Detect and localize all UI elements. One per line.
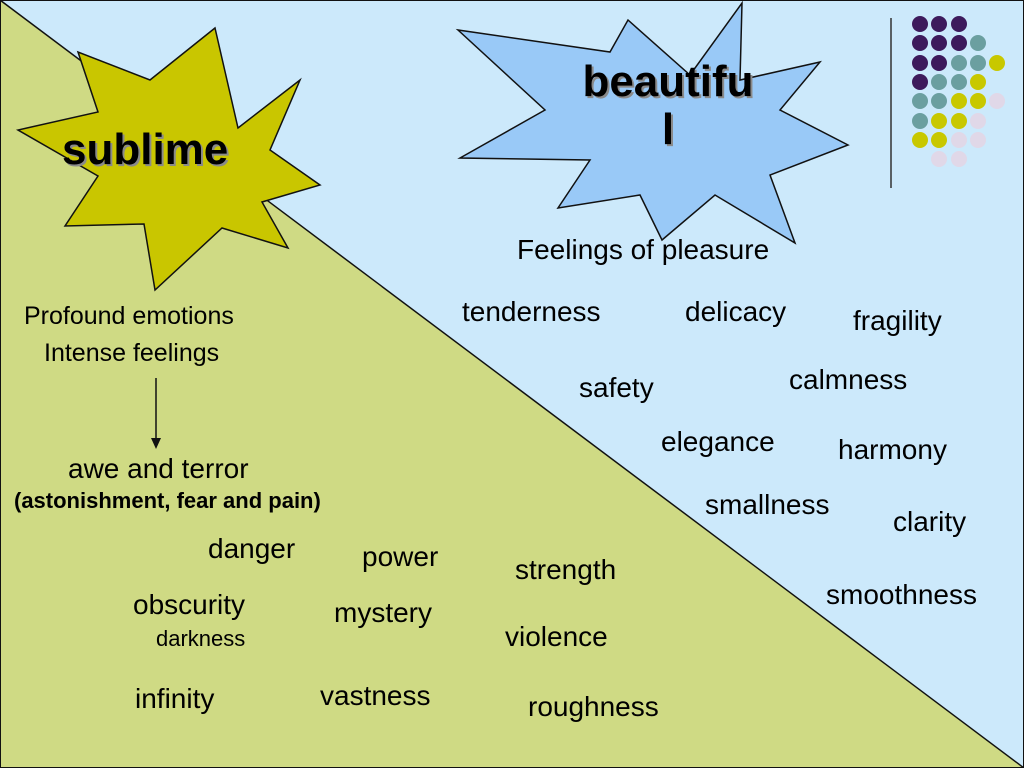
word-infinity: infinity	[135, 683, 215, 714]
word-elegance: elegance	[661, 426, 775, 457]
awe-and-terror-text: awe and terror	[68, 453, 249, 484]
word-danger: danger	[208, 533, 296, 564]
feelings-of-pleasure-text: Feelings of pleasure	[517, 234, 770, 265]
word-strength: strength	[515, 554, 617, 585]
beautiful-title: beautifu l	[562, 60, 774, 152]
word-clarity: clarity	[893, 506, 967, 537]
word-smoothness: smoothness	[826, 579, 977, 610]
beautiful-title-line2: l	[661, 105, 675, 154]
sublime-title: sublime	[62, 125, 229, 174]
profound-emotions-text: Profound emotions	[24, 302, 234, 330]
word-obscurity: obscurity	[133, 589, 246, 620]
word-calmness: calmness	[789, 364, 908, 395]
word-darkness: darkness	[156, 626, 246, 651]
sublime-starburst	[15, 26, 322, 292]
word-roughness: roughness	[528, 691, 659, 722]
word-smallness: smallness	[705, 489, 830, 520]
word-power: power	[362, 541, 439, 572]
astonishment-fear-pain-text: (astonishment, fear and pain)	[14, 488, 321, 513]
beautiful-starburst	[455, 0, 850, 245]
beautiful-title-line1: beautifu	[582, 57, 754, 106]
word-mystery: mystery	[334, 597, 432, 628]
word-safety: safety	[579, 372, 654, 403]
word-tenderness: tenderness	[462, 296, 601, 327]
word-fragility: fragility	[853, 305, 942, 336]
word-harmony: harmony	[838, 434, 947, 465]
word-violence: violence	[505, 621, 608, 652]
word-vastness: vastness	[320, 680, 431, 711]
arrow-head	[151, 438, 161, 449]
intense-feelings-text: Intense feelings	[44, 339, 220, 367]
word-delicacy: delicacy	[685, 296, 787, 327]
